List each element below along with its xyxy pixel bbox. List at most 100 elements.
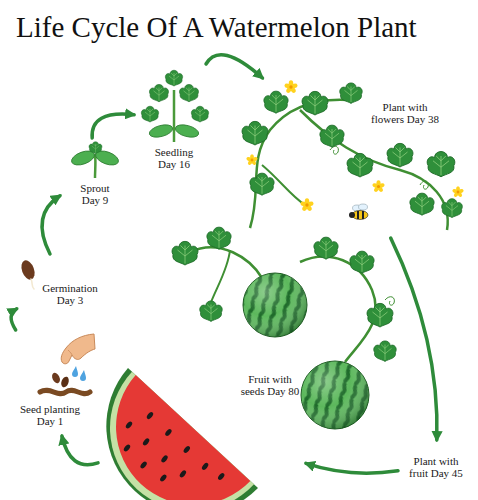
stage-label: Sprout Day 9 — [74, 182, 116, 207]
slice-rind — [106, 368, 258, 500]
leaf — [367, 303, 393, 327]
leaf — [442, 199, 463, 218]
seed — [125, 420, 134, 429]
bee-wing — [359, 204, 368, 210]
leaf — [165, 70, 182, 86]
leaf — [264, 91, 288, 113]
stage-node: Plant with flowers Day 38 — [236, 78, 468, 238]
seed — [179, 469, 188, 478]
seed — [139, 460, 148, 469]
flowering-plant-picture — [242, 80, 464, 230]
cycle-arrow — [42, 196, 60, 254]
bee-stripe — [357, 211, 359, 219]
leaf — [200, 301, 222, 321]
soil — [40, 390, 90, 393]
vine — [250, 100, 350, 228]
cycle-arrow — [306, 463, 398, 473]
leaf — [179, 84, 198, 101]
leaf — [347, 153, 373, 177]
stage-node: Seed planting Day 1 — [6, 330, 94, 436]
stage-label: Seed planting Day 1 — [14, 403, 86, 428]
stem — [173, 90, 176, 142]
flower — [452, 186, 464, 198]
leaf — [374, 341, 396, 361]
cotyledon — [174, 123, 200, 140]
seed — [217, 472, 226, 481]
cycle-arrow — [206, 55, 263, 78]
bee-stripe — [362, 211, 364, 219]
leaf — [172, 241, 198, 265]
sprout-picture — [70, 142, 121, 178]
hand — [61, 334, 95, 364]
germination-picture — [19, 259, 37, 289]
stage-label: Plant with flowers Day 38 — [368, 101, 442, 126]
seed — [19, 259, 37, 282]
watermelon-slice — [106, 368, 258, 500]
cycle-arrow — [391, 238, 437, 440]
seed — [160, 454, 169, 463]
vine — [190, 247, 262, 278]
seed — [146, 411, 155, 420]
stage-label: Fruit with seeds Day 80 — [238, 373, 302, 398]
cycle-arrow — [62, 436, 98, 465]
seed — [182, 445, 191, 454]
cotyledon — [148, 123, 174, 140]
bee — [349, 204, 368, 220]
leaf — [314, 237, 338, 259]
leaf — [242, 121, 268, 145]
cycle-arrow — [92, 114, 134, 138]
seedling-picture — [141, 70, 208, 142]
tendril — [385, 297, 394, 305]
seed — [123, 443, 132, 452]
stage-node: Sprout Day 9 — [60, 138, 130, 209]
leaf — [427, 152, 455, 177]
leaf — [250, 173, 274, 195]
seed — [201, 462, 210, 471]
bee-head — [349, 212, 355, 218]
seed — [159, 473, 168, 482]
stage-node: Fruit with seeds Day 80 — [98, 360, 306, 498]
tendril — [330, 146, 338, 154]
root — [31, 279, 34, 289]
leaf — [350, 251, 374, 273]
watermelon-shading — [243, 273, 307, 337]
diagram-title: Life Cycle Of A Watermelon Plant — [16, 12, 417, 44]
seed — [142, 437, 151, 446]
slice-flesh — [116, 375, 250, 500]
leaf — [141, 106, 158, 122]
leaf — [320, 125, 344, 147]
seed — [51, 372, 62, 385]
flower — [300, 198, 314, 211]
leaf — [191, 106, 208, 122]
leaf — [340, 83, 362, 103]
water-drop — [80, 370, 86, 381]
finger-line — [68, 350, 72, 355]
cycle-arrow — [11, 309, 17, 330]
vine — [300, 110, 448, 230]
leaf — [149, 84, 168, 101]
stage-node: Plant with fruit Day 45 — [398, 440, 474, 490]
leaf — [89, 142, 102, 154]
water-drop — [72, 366, 78, 377]
seed-planting-picture — [40, 334, 95, 394]
leaf — [410, 193, 434, 215]
slice-white — [110, 372, 254, 500]
stage-node: Seedling Day 16 — [134, 64, 214, 174]
leaf — [387, 143, 413, 167]
leaf — [207, 227, 231, 249]
watermelon-shading — [301, 361, 369, 429]
watermelon — [301, 361, 369, 429]
stage-label: Germination Day 3 — [35, 282, 105, 307]
flower — [246, 154, 258, 166]
seed — [60, 376, 70, 389]
stage-node: Germination Day 3 — [16, 254, 112, 309]
flower — [284, 80, 298, 93]
stage-label: Plant with fruit Day 45 — [406, 455, 466, 480]
tendril — [420, 181, 428, 189]
vine — [210, 250, 230, 305]
leaf — [302, 91, 328, 115]
flower — [372, 180, 385, 193]
watermelon — [243, 273, 307, 337]
